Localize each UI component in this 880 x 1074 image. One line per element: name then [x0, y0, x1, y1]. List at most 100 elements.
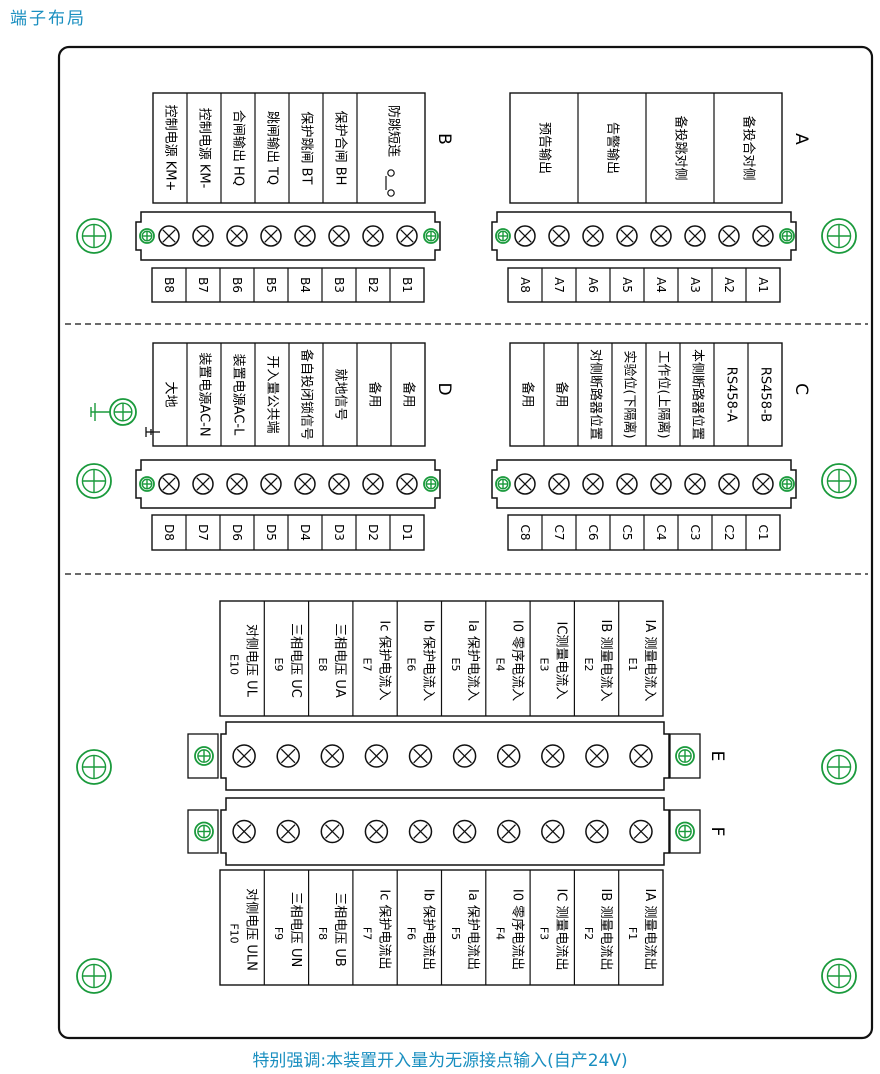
- terminal-screw-C1: [752, 473, 774, 495]
- label-text-e6: Ib 保护电流入: [421, 620, 436, 701]
- terminal-number-C6: C6: [586, 524, 600, 540]
- terminal-screw-C4: [650, 473, 672, 495]
- label-text-f6: Ib 保护电流出: [421, 889, 436, 970]
- block-letter-F: F: [707, 827, 727, 837]
- terminal-screw-F2: [585, 819, 609, 844]
- terminal-screw-A3: [684, 225, 706, 247]
- label-text-b5: 合闸输出 HQ: [231, 110, 247, 186]
- terminal-screw-A6: [582, 225, 604, 247]
- terminal-screw-D3: [328, 473, 350, 495]
- label-text-d5: 开入量公共端: [265, 355, 280, 433]
- label-text-f1: IA 测量电流出: [642, 889, 657, 971]
- terminal-number-B8: B8: [162, 277, 176, 293]
- terminal-screw-A1: [752, 225, 774, 247]
- terminal-screw-D8: [158, 473, 180, 495]
- terminal-number-A7: A7: [552, 277, 566, 293]
- terminal-screw-D6: [226, 473, 248, 495]
- terminal-strip-B: [135, 211, 441, 261]
- terminal-number-E7: E7: [360, 658, 373, 672]
- terminal-screw-F9: [276, 819, 300, 844]
- terminal-screw-C7: [548, 473, 570, 495]
- terminal-number-F10: F10: [228, 923, 241, 943]
- terminal-screw-E9: [276, 744, 300, 768]
- terminal-number-C8: C8: [518, 524, 532, 540]
- label-text-d3: 就地信号: [333, 368, 348, 420]
- terminal-number-C5: C5: [620, 524, 634, 540]
- terminal-strip-A: [491, 211, 797, 261]
- terminal-screw-C6: [582, 473, 604, 495]
- mounting-screw-icon: [779, 228, 795, 244]
- terminal-screw-E7: [364, 744, 389, 768]
- terminal-screw-C3: [684, 473, 706, 495]
- panel-mount-hole-icon: [76, 749, 112, 785]
- ground-symbol-icon: [145, 427, 160, 437]
- terminal-screw-E1: [629, 744, 653, 768]
- label-text-d1: 备用: [401, 381, 417, 407]
- mounting-screw-icon: [779, 476, 795, 492]
- terminal-strip-F: [220, 797, 670, 866]
- terminal-screw-B5: [260, 225, 282, 247]
- terminal-screw-D4: [294, 473, 316, 495]
- mounting-screw-icon: [495, 228, 511, 244]
- terminal-number-E5: E5: [449, 658, 462, 672]
- panel-mount-hole-icon: [76, 463, 112, 499]
- terminal-number-E10: E10: [228, 654, 241, 675]
- terminal-number-F8: F8: [316, 927, 329, 940]
- terminal-number-A2: A2: [722, 277, 736, 293]
- terminal-screw-F10: [232, 819, 256, 844]
- terminal-number-D5: D5: [264, 524, 278, 541]
- terminal-screw-F8: [320, 819, 345, 844]
- label-text-c4: 工作位(上隔离): [656, 350, 672, 438]
- terminal-number-F2: F2: [582, 927, 595, 940]
- terminal-number-E1: E1: [626, 658, 639, 672]
- label-text-a4: 预告输出: [537, 122, 553, 174]
- mounting-screw-icon: [194, 746, 214, 766]
- label-text-f9: 三相电压 UN: [288, 892, 303, 967]
- block-letter-E: E: [707, 751, 727, 762]
- mounting-screw-icon: [495, 476, 511, 492]
- terminal-number-D6: D6: [230, 524, 244, 541]
- label-text-c1: RS458-B: [758, 367, 773, 422]
- label-text-f4: I0 零序电流出: [509, 889, 524, 970]
- device-panel-outline: [57, 45, 874, 1040]
- terminal-number-B2: B2: [366, 277, 380, 293]
- panel-mount-hole-icon: [76, 218, 112, 254]
- panel-mount-hole-icon: [821, 218, 857, 254]
- terminal-screw-B1: [396, 225, 418, 247]
- panel-mount-hole-icon: [821, 749, 857, 785]
- terminal-screw-E4: [496, 744, 521, 768]
- label-text-f3: IC 测量电流出: [554, 888, 569, 970]
- label-text-e1: IA 测量电流入: [642, 620, 657, 702]
- terminal-screw-E3: [541, 744, 565, 768]
- terminal-screw-F6: [408, 819, 433, 844]
- terminal-number-A3: A3: [688, 277, 702, 293]
- label-text-f10: 对侧电压 ULN: [244, 888, 259, 971]
- label-text-f2: IB 测量电流出: [598, 889, 613, 971]
- terminal-number-B3: B3: [332, 277, 346, 293]
- label-text-d7: 装置电源AC-N: [197, 352, 212, 436]
- label-text-d2: 备用: [367, 381, 383, 407]
- terminal-number-C2: C2: [722, 524, 736, 540]
- terminal-number-C3: C3: [688, 524, 702, 540]
- terminal-screw-F3: [541, 819, 565, 844]
- label-text-c8: 备用: [520, 381, 536, 407]
- terminal-number-C7: C7: [552, 524, 566, 540]
- block-letter-B: B: [434, 133, 454, 145]
- mounting-screw-icon: [194, 821, 214, 842]
- terminal-number-F1: F1: [626, 927, 639, 940]
- label-text-c7: 备用: [554, 381, 570, 407]
- terminal-screw-A5: [616, 225, 638, 247]
- terminal-number-D7: D7: [196, 524, 210, 541]
- terminal-screw-C2: [718, 473, 740, 495]
- terminal-number-A5: A5: [620, 277, 634, 293]
- label-text-b3: 保护跳闸 BT: [299, 112, 314, 185]
- terminal-number-A6: A6: [586, 277, 600, 293]
- terminal-number-A1: A1: [756, 277, 770, 293]
- terminal-number-D2: D2: [366, 524, 380, 541]
- label-text-e5: Ia 保护电流入: [465, 620, 480, 701]
- terminal-number-A8: A8: [518, 277, 532, 293]
- terminal-number-F6: F6: [405, 927, 418, 940]
- earth-terminal-icon: [109, 398, 137, 426]
- terminal-number-F5: F5: [449, 927, 462, 940]
- mounting-screw-icon: [675, 821, 695, 842]
